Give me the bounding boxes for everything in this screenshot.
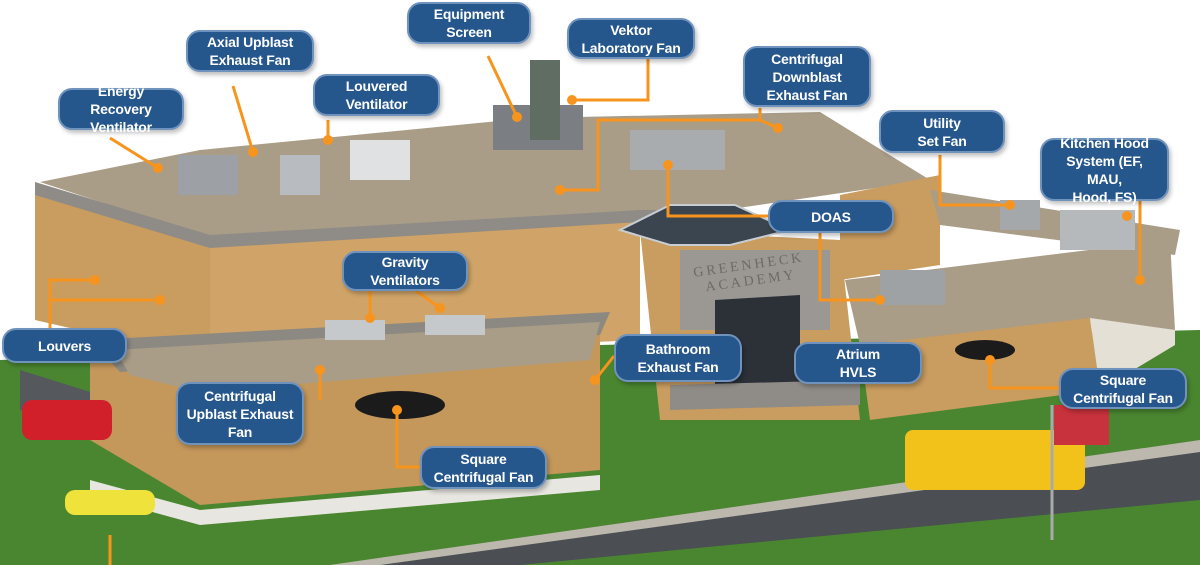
louvered-ventilator-unit	[350, 140, 410, 180]
school-bus	[905, 430, 1085, 490]
energy-recovery-ventilator-unit	[178, 155, 238, 195]
label-atrium-hvls: Atrium HVLS	[794, 342, 922, 384]
cutaway-bottom	[355, 391, 445, 419]
leader-dots	[90, 95, 1145, 415]
wall-right-lower	[860, 318, 1100, 420]
label-centrifugal-upblast-exhaust-fan: Centrifugal Upblast Exhaust Fan	[176, 382, 304, 445]
doas-lower-unit	[880, 270, 945, 305]
label-centrifugal-downblast-exhaust-fan: Centrifugal Downblast Exhaust Fan	[743, 46, 871, 107]
label-square-centrifugal-fan-bottom: Square Centrifugal Fan	[420, 446, 547, 489]
cutaway-right	[955, 340, 1015, 360]
yellow-car	[65, 490, 155, 515]
label-kitchen-hood-system: Kitchen Hood System (EF, MAU, Hood, FS)	[1040, 135, 1169, 205]
entrance-canopy	[670, 380, 860, 410]
label-louvered-ventilator: Louvered Ventilator	[313, 74, 440, 116]
label-bathroom-exhaust-fan: Bathroom Exhaust Fan	[614, 334, 742, 382]
us-flag	[1054, 405, 1109, 445]
axial-upblast-fan-unit	[280, 155, 320, 195]
label-utility-set-fan: Utility Set Fan	[879, 110, 1005, 153]
roof-parapet	[35, 182, 690, 248]
label-equipment-screen: Equipment Screen	[407, 2, 531, 44]
leader-lines	[48, 55, 1142, 565]
label-energy-recovery-ventilator: Energy Recovery Ventilator	[58, 83, 184, 135]
label-louvers: Louvers	[2, 328, 127, 363]
gravity-ventilator-2	[425, 315, 485, 335]
label-gravity-ventilators: Gravity Ventilators	[342, 251, 468, 291]
lower-roof	[115, 322, 600, 392]
label-vektor-laboratory-fan: Vektor Laboratory Fan	[567, 18, 695, 59]
doas-unit	[630, 130, 725, 170]
label-doas: DOAS	[768, 200, 894, 233]
label-axial-upblast-exhaust-fan: Axial Upblast Exhaust Fan	[186, 30, 314, 72]
gravity-ventilator-1	[325, 320, 385, 340]
label-square-centrifugal-fan-right: Square Centrifugal Fan	[1059, 368, 1187, 409]
vektor-fan-unit	[530, 60, 560, 140]
red-car	[22, 400, 112, 440]
